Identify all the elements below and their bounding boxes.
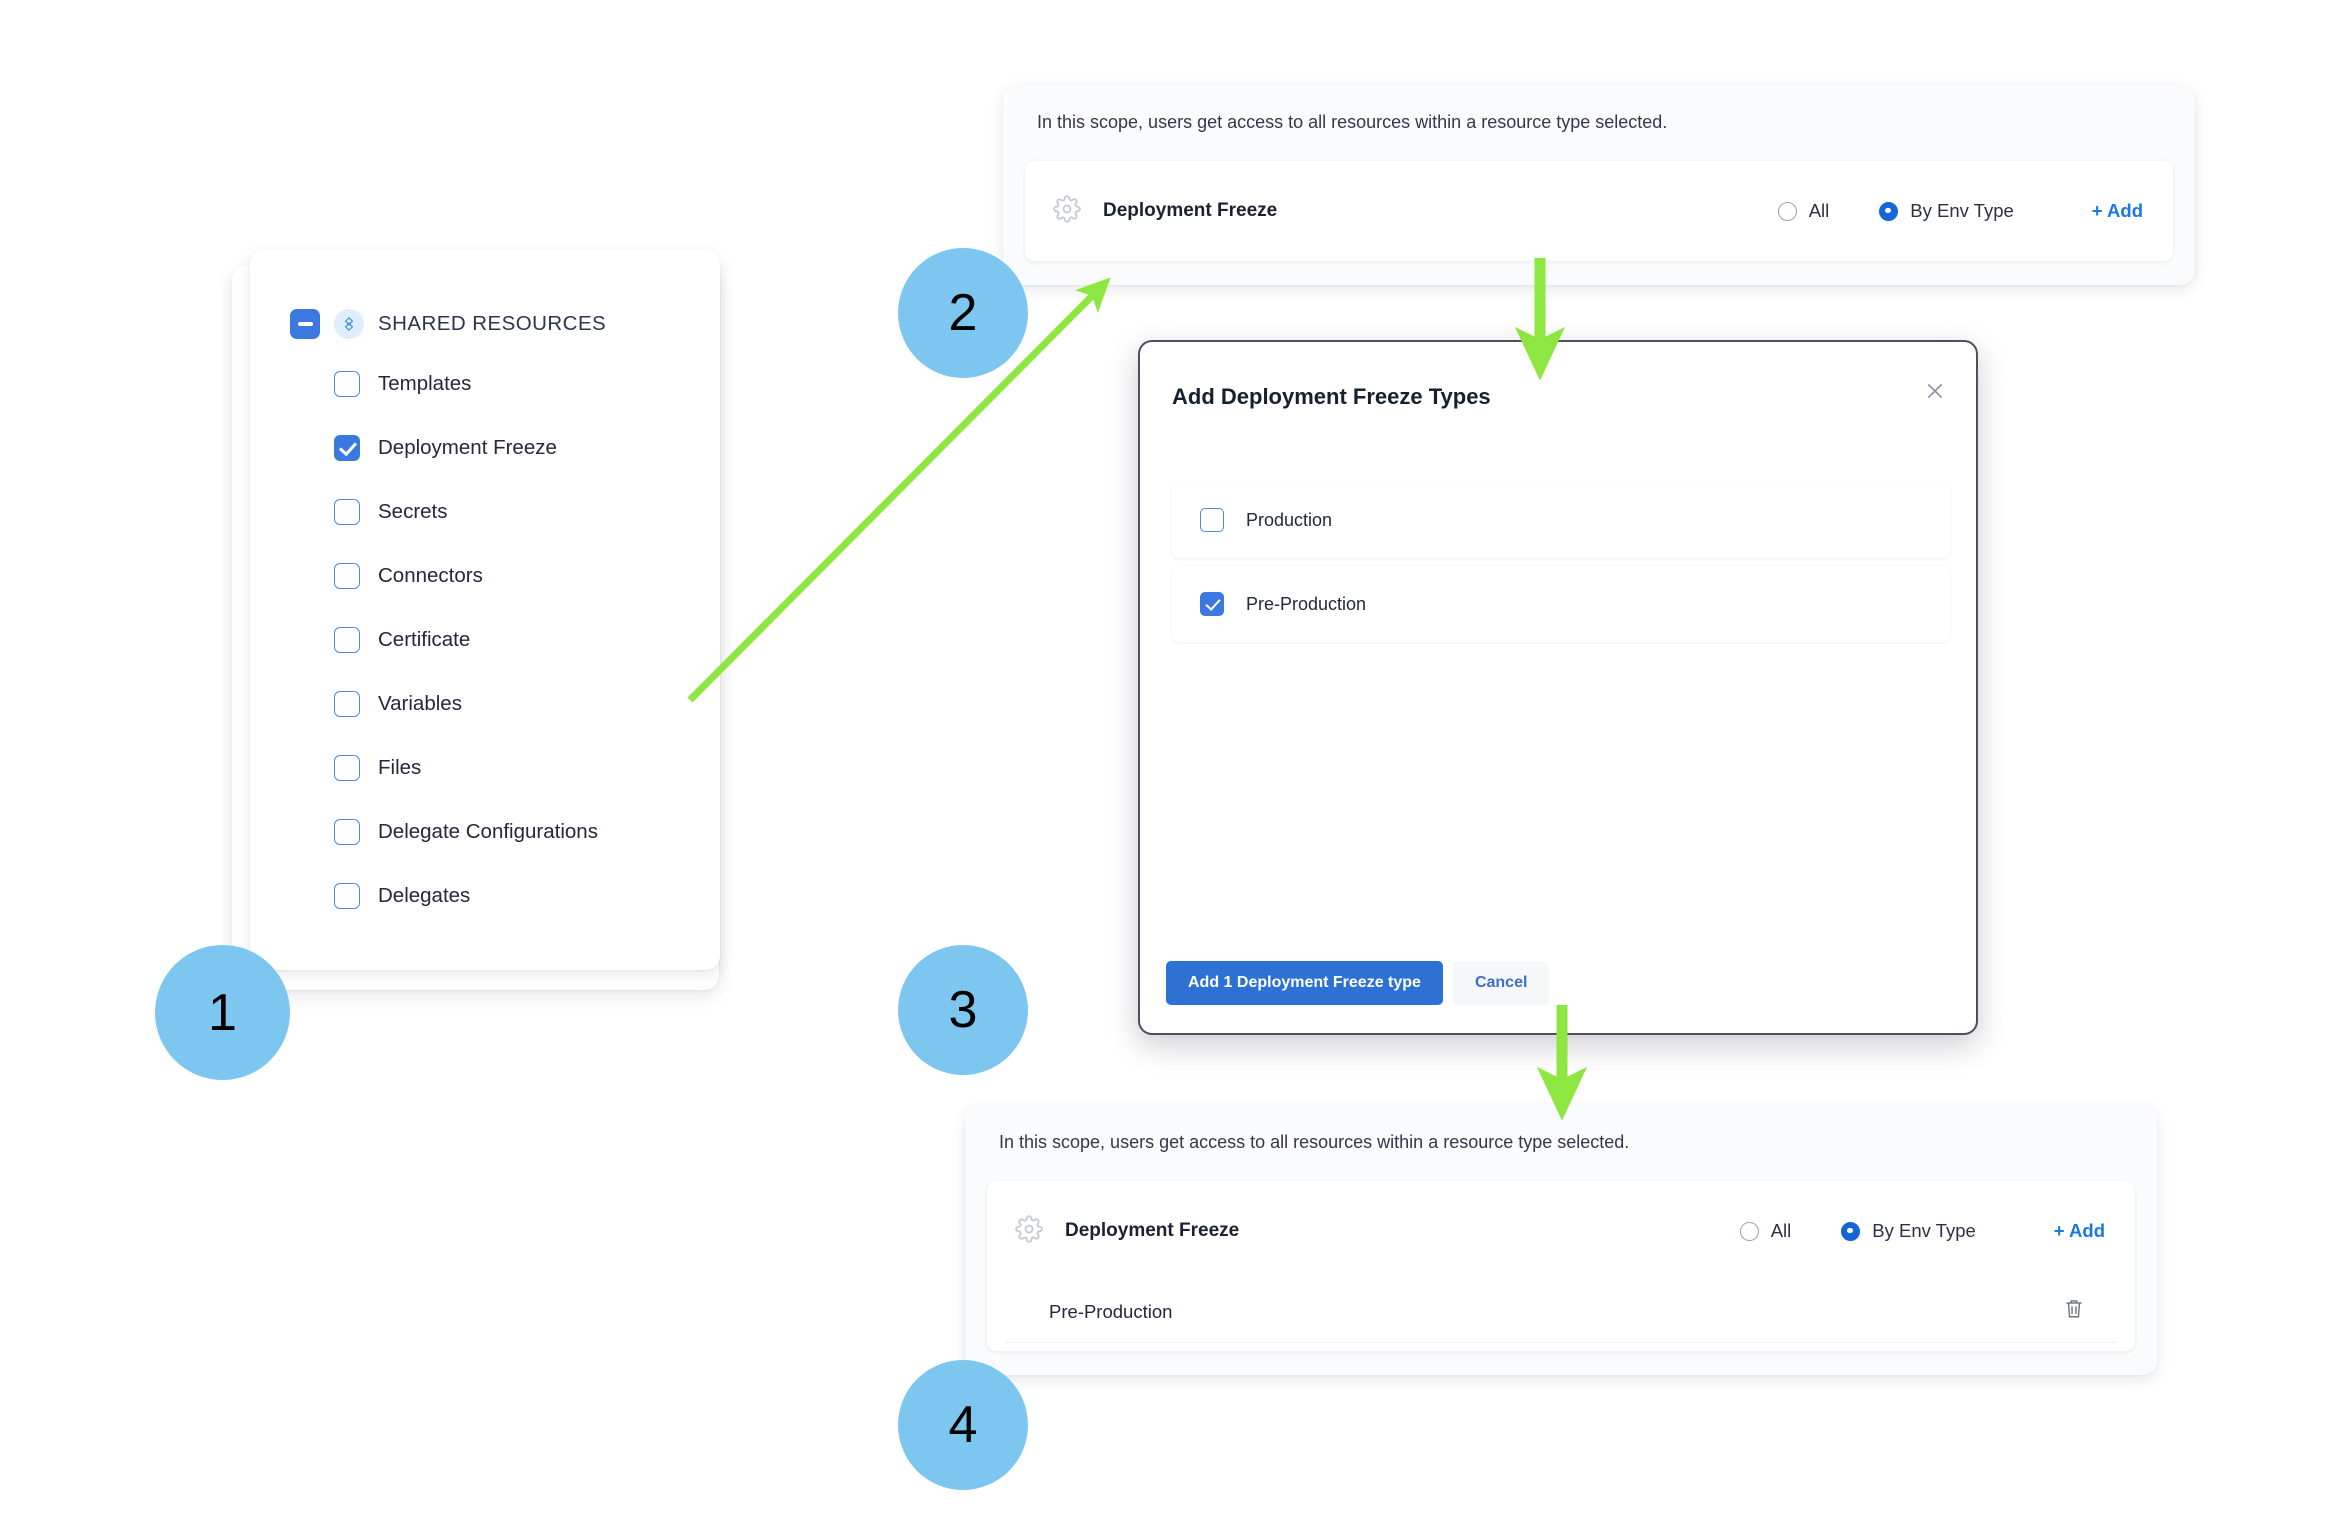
add-deployment-freeze-type-button[interactable]: Add 1 Deployment Freeze type [1166, 961, 1443, 1005]
modal-title: Add Deployment Freeze Types [1172, 384, 1491, 409]
radio-dot [1879, 201, 1899, 221]
scope-radio-group: All By Env Type [1739, 1220, 1976, 1242]
step-badge-4: 4 [898, 1360, 1028, 1490]
scope-resource-card: Deployment Freeze All By Env Type + Add … [987, 1181, 2135, 1351]
scope-note: In this scope, users get access to all r… [1037, 112, 1668, 132]
step-number: 1 [208, 983, 237, 1042]
scope-note: In this scope, users get access to all r… [999, 1132, 1630, 1152]
resource-item-delegate-configurations[interactable]: Delegate Configurations [250, 810, 720, 853]
step-number: 4 [948, 1396, 978, 1454]
resource-item-label: Variables [378, 691, 462, 715]
resource-item-label: Delegate Configurations [378, 819, 598, 843]
checkbox-connectors[interactable] [334, 562, 360, 589]
modal-option-pre-production[interactable]: Pre-Production [1172, 566, 1950, 642]
resource-type-list: Templates Deployment Freeze Secrets Conn… [250, 362, 720, 917]
radio-label: By Env Type [1910, 200, 2014, 221]
add-deployment-freeze-types-modal: Add Deployment Freeze Types Production P… [1138, 340, 1978, 1035]
selected-value-label: Pre-Production [1049, 1300, 1173, 1322]
radio-label: All [1770, 1220, 1792, 1241]
resource-item-variables[interactable]: Variables [250, 682, 720, 725]
radio-label: All [1808, 200, 1830, 221]
scope-radio-group: All By Env Type [1777, 200, 2014, 222]
checkbox-pre-production[interactable] [1200, 592, 1224, 616]
scope-panel-before: In this scope, users get access to all r… [1003, 85, 2195, 285]
scope-resource-row: Deployment Freeze All By Env Type + Add [987, 1181, 2135, 1281]
resource-item-label: Files [378, 755, 422, 779]
step-number: 2 [948, 284, 978, 342]
resource-item-delegates[interactable]: Delegates [250, 874, 720, 917]
resource-item-files[interactable]: Files [250, 746, 720, 789]
checkbox-secrets[interactable] [334, 498, 360, 525]
scope-resource-card: Deployment Freeze All By Env Type + Add [1025, 161, 2173, 261]
modal-footer: Add 1 Deployment Freeze type Cancel [1166, 961, 1550, 1005]
modal-option-label: Pre-Production [1246, 593, 1367, 614]
resource-item-label: Templates [378, 371, 472, 395]
radio-dot [1739, 1221, 1759, 1241]
minus-icon[interactable] [290, 309, 320, 339]
checkbox-templates[interactable] [334, 370, 360, 397]
shared-resources-icon [334, 309, 364, 339]
gear-icon [1053, 194, 1081, 228]
resource-tree-panel: SHARED RESOURCES Templates Deployment Fr… [250, 250, 720, 970]
radio-option-all[interactable]: All [1739, 1220, 1792, 1242]
radio-option-all[interactable]: All [1777, 200, 1830, 222]
close-icon[interactable] [1918, 374, 1952, 408]
step-number: 3 [948, 981, 978, 1039]
checkbox-delegates[interactable] [334, 882, 360, 909]
step-badge-1: 1 [155, 945, 290, 1080]
deployment-freeze-type-options: Production Pre-Production [1172, 482, 1950, 650]
add-button[interactable]: + Add [2053, 1220, 2105, 1241]
arrow-tree-to-scope [687, 277, 1111, 703]
resource-item-connectors[interactable]: Connectors [250, 554, 720, 597]
modal-option-production[interactable]: Production [1172, 482, 1950, 558]
resource-item-secrets[interactable]: Secrets [250, 490, 720, 533]
gear-icon [1015, 1214, 1043, 1248]
resource-item-label: Deployment Freeze [378, 435, 557, 459]
checkbox-deployment-freeze[interactable] [334, 434, 360, 461]
modal-option-label: Production [1246, 509, 1333, 530]
radio-label: By Env Type [1872, 1220, 1976, 1241]
resource-item-templates[interactable]: Templates [250, 362, 720, 405]
shared-resources-header[interactable]: SHARED RESOURCES [250, 302, 720, 346]
selected-value-row: Pre-Production [1005, 1281, 2117, 1343]
checkbox-files[interactable] [334, 754, 360, 781]
resource-item-label: Secrets [378, 499, 448, 523]
scope-resource-row: Deployment Freeze All By Env Type + Add [1025, 161, 2173, 261]
shared-resources-label: SHARED RESOURCES [378, 312, 607, 335]
resource-item-label: Certificate [378, 627, 471, 651]
radio-option-by-env-type[interactable]: By Env Type [1879, 200, 2014, 222]
resource-item-deployment-freeze[interactable]: Deployment Freeze [250, 426, 720, 469]
resource-item-label: Delegates [378, 883, 471, 907]
checkbox-certificate[interactable] [334, 626, 360, 653]
radio-dot [1841, 1221, 1861, 1241]
step-badge-2: 2 [898, 248, 1028, 378]
add-button[interactable]: + Add [2091, 200, 2143, 221]
scope-resource-name: Deployment Freeze [1103, 200, 1278, 221]
scope-panel-after: In this scope, users get access to all r… [965, 1105, 2157, 1375]
checkbox-variables[interactable] [334, 690, 360, 717]
resource-item-label: Connectors [378, 563, 483, 587]
cancel-button[interactable]: Cancel [1452, 961, 1550, 1005]
checkbox-delegate-configurations[interactable] [334, 818, 360, 845]
scope-resource-name: Deployment Freeze [1065, 1220, 1240, 1241]
checkbox-production[interactable] [1200, 508, 1224, 532]
radio-dot [1777, 201, 1797, 221]
resource-item-certificate[interactable]: Certificate [250, 618, 720, 661]
trash-icon[interactable] [2063, 1297, 2085, 1326]
step-badge-3: 3 [898, 945, 1028, 1075]
radio-option-by-env-type[interactable]: By Env Type [1841, 1220, 1976, 1242]
